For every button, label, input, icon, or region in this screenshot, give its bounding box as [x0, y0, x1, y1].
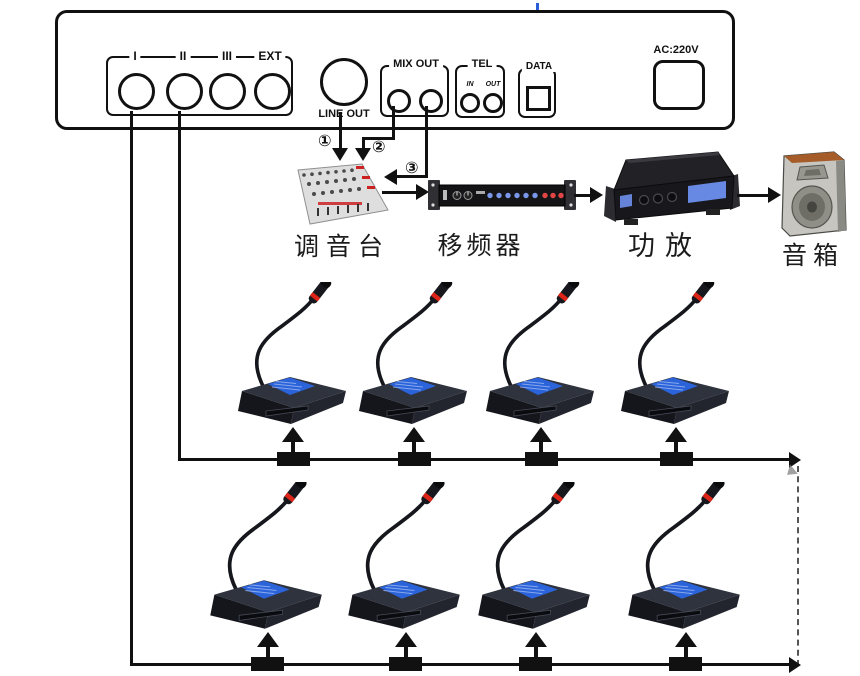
stray-blue-mark [536, 3, 539, 10]
speaker-image [772, 150, 852, 238]
junction-box [389, 657, 422, 671]
channel-i-jack [118, 73, 155, 110]
channel-ii-label: II [175, 49, 191, 63]
conference-mic-row1-3 [478, 282, 600, 429]
shifter-to-amp-line [574, 194, 592, 197]
conference-mic-row2-2 [340, 482, 466, 634]
ac-power-socket [653, 60, 705, 110]
mic-drop-stem [674, 441, 678, 454]
frequency-shifter-image [428, 177, 576, 213]
cable-mix-out-1-vertical [392, 106, 395, 140]
mic-up-arrow [257, 632, 279, 647]
arrow-to-mixer-2 [355, 148, 371, 161]
arrow-to-mixer-1 [332, 148, 348, 161]
mic-up-arrow [282, 427, 304, 442]
amp-to-speaker-arrow [768, 187, 781, 203]
mic-up-arrow [530, 427, 552, 442]
speaker-label: 音箱 [781, 241, 844, 270]
conference-mic-row1-2 [351, 282, 473, 429]
junction-box [398, 452, 431, 466]
row1-bus-line [178, 458, 790, 461]
junction-box [525, 452, 558, 466]
mix-out-jack-1 [387, 89, 411, 113]
cable-mix-out-2-vertical [425, 106, 428, 178]
tel-in-jack [460, 93, 480, 113]
tel-group: TEL IN OUT [455, 58, 505, 118]
junction-box [277, 452, 310, 466]
channel-ext-label: EXT [254, 49, 286, 63]
mic-drop-stem [404, 646, 408, 659]
amplifier-label: 功放 [628, 231, 702, 262]
channel-iii-label: III [217, 49, 237, 63]
amp-to-speaker-line [737, 194, 770, 197]
cable-marker-1: ① [318, 131, 332, 150]
junction-box [660, 452, 693, 466]
mic-drop-stem [684, 646, 688, 659]
frequency-shifter-label: 移频器 [437, 231, 525, 260]
junction-box [251, 657, 284, 671]
mic-drop-stem [412, 441, 416, 454]
amplifier-image [602, 148, 742, 236]
cable-mix-out-1-drop [362, 137, 365, 151]
row2-bus-arrow [789, 657, 801, 673]
tel-out-jack [483, 93, 503, 113]
cable-line-out-drop [339, 112, 342, 150]
conference-mic-row2-3 [470, 482, 596, 634]
mix-out-label: MIX OUT [389, 58, 443, 70]
tel-in-label: IN [466, 81, 474, 88]
data-label: DATA [521, 61, 557, 72]
ac-power-label: AC:220V [653, 44, 699, 56]
mix-out-group: MIX OUT [380, 58, 449, 117]
mix-out-jack-2 [419, 89, 443, 113]
cable-mix-out-1-jog [362, 137, 395, 140]
channel-i-label: I [129, 49, 141, 63]
daisy-chain-dashed-link [797, 466, 799, 666]
mic-up-arrow [403, 427, 425, 442]
conference-mic-row1-1 [230, 282, 352, 429]
mic-up-arrow [665, 427, 687, 442]
mic-drop-stem [534, 646, 538, 659]
row1-bus-arrow [789, 452, 801, 468]
conference-mic-row2-4 [620, 482, 746, 634]
channel-jack-group: I II III EXT [106, 49, 293, 116]
junction-box [669, 657, 702, 671]
junction-box [519, 657, 552, 671]
cable-marker-2: ② [372, 137, 386, 156]
shifter-to-amp-arrow [590, 187, 603, 203]
tel-out-label: OUT [485, 81, 501, 88]
arrow-to-mixer-3 [384, 169, 397, 185]
mixer-to-shifter-arrow [416, 184, 429, 200]
data-port [526, 86, 551, 111]
mic-up-arrow [395, 632, 417, 647]
conference-mic-row2-1 [202, 482, 328, 634]
tel-label: TEL [467, 58, 497, 70]
cable-channel-ii-vertical [178, 111, 181, 461]
line-out-jack [320, 58, 368, 106]
mic-drop-stem [291, 441, 295, 454]
channel-iii-jack [209, 73, 246, 110]
conference-mic-row1-4 [613, 282, 735, 429]
mic-drop-stem [539, 441, 543, 454]
cable-marker-3: ③ [405, 158, 419, 177]
data-group: DATA [518, 61, 557, 118]
row2-bus-line [130, 663, 790, 666]
mixer-image [288, 162, 394, 230]
channel-ext-jack [254, 73, 291, 110]
mixer-to-shifter-line [382, 191, 418, 194]
mixer-label: 调音台 [293, 232, 390, 261]
channel-ii-jack [166, 73, 203, 110]
mic-up-arrow [525, 632, 547, 647]
mic-up-arrow [675, 632, 697, 647]
mic-drop-stem [266, 646, 270, 659]
cable-channel-i-vertical [130, 111, 133, 666]
cable-mix-out-2-horizontal [396, 175, 428, 178]
line-out-label: LINE OUT [318, 108, 370, 120]
central-controller-rear-panel: I II III EXT LINE OUT MIX OUT TEL IN OUT [55, 3, 735, 130]
